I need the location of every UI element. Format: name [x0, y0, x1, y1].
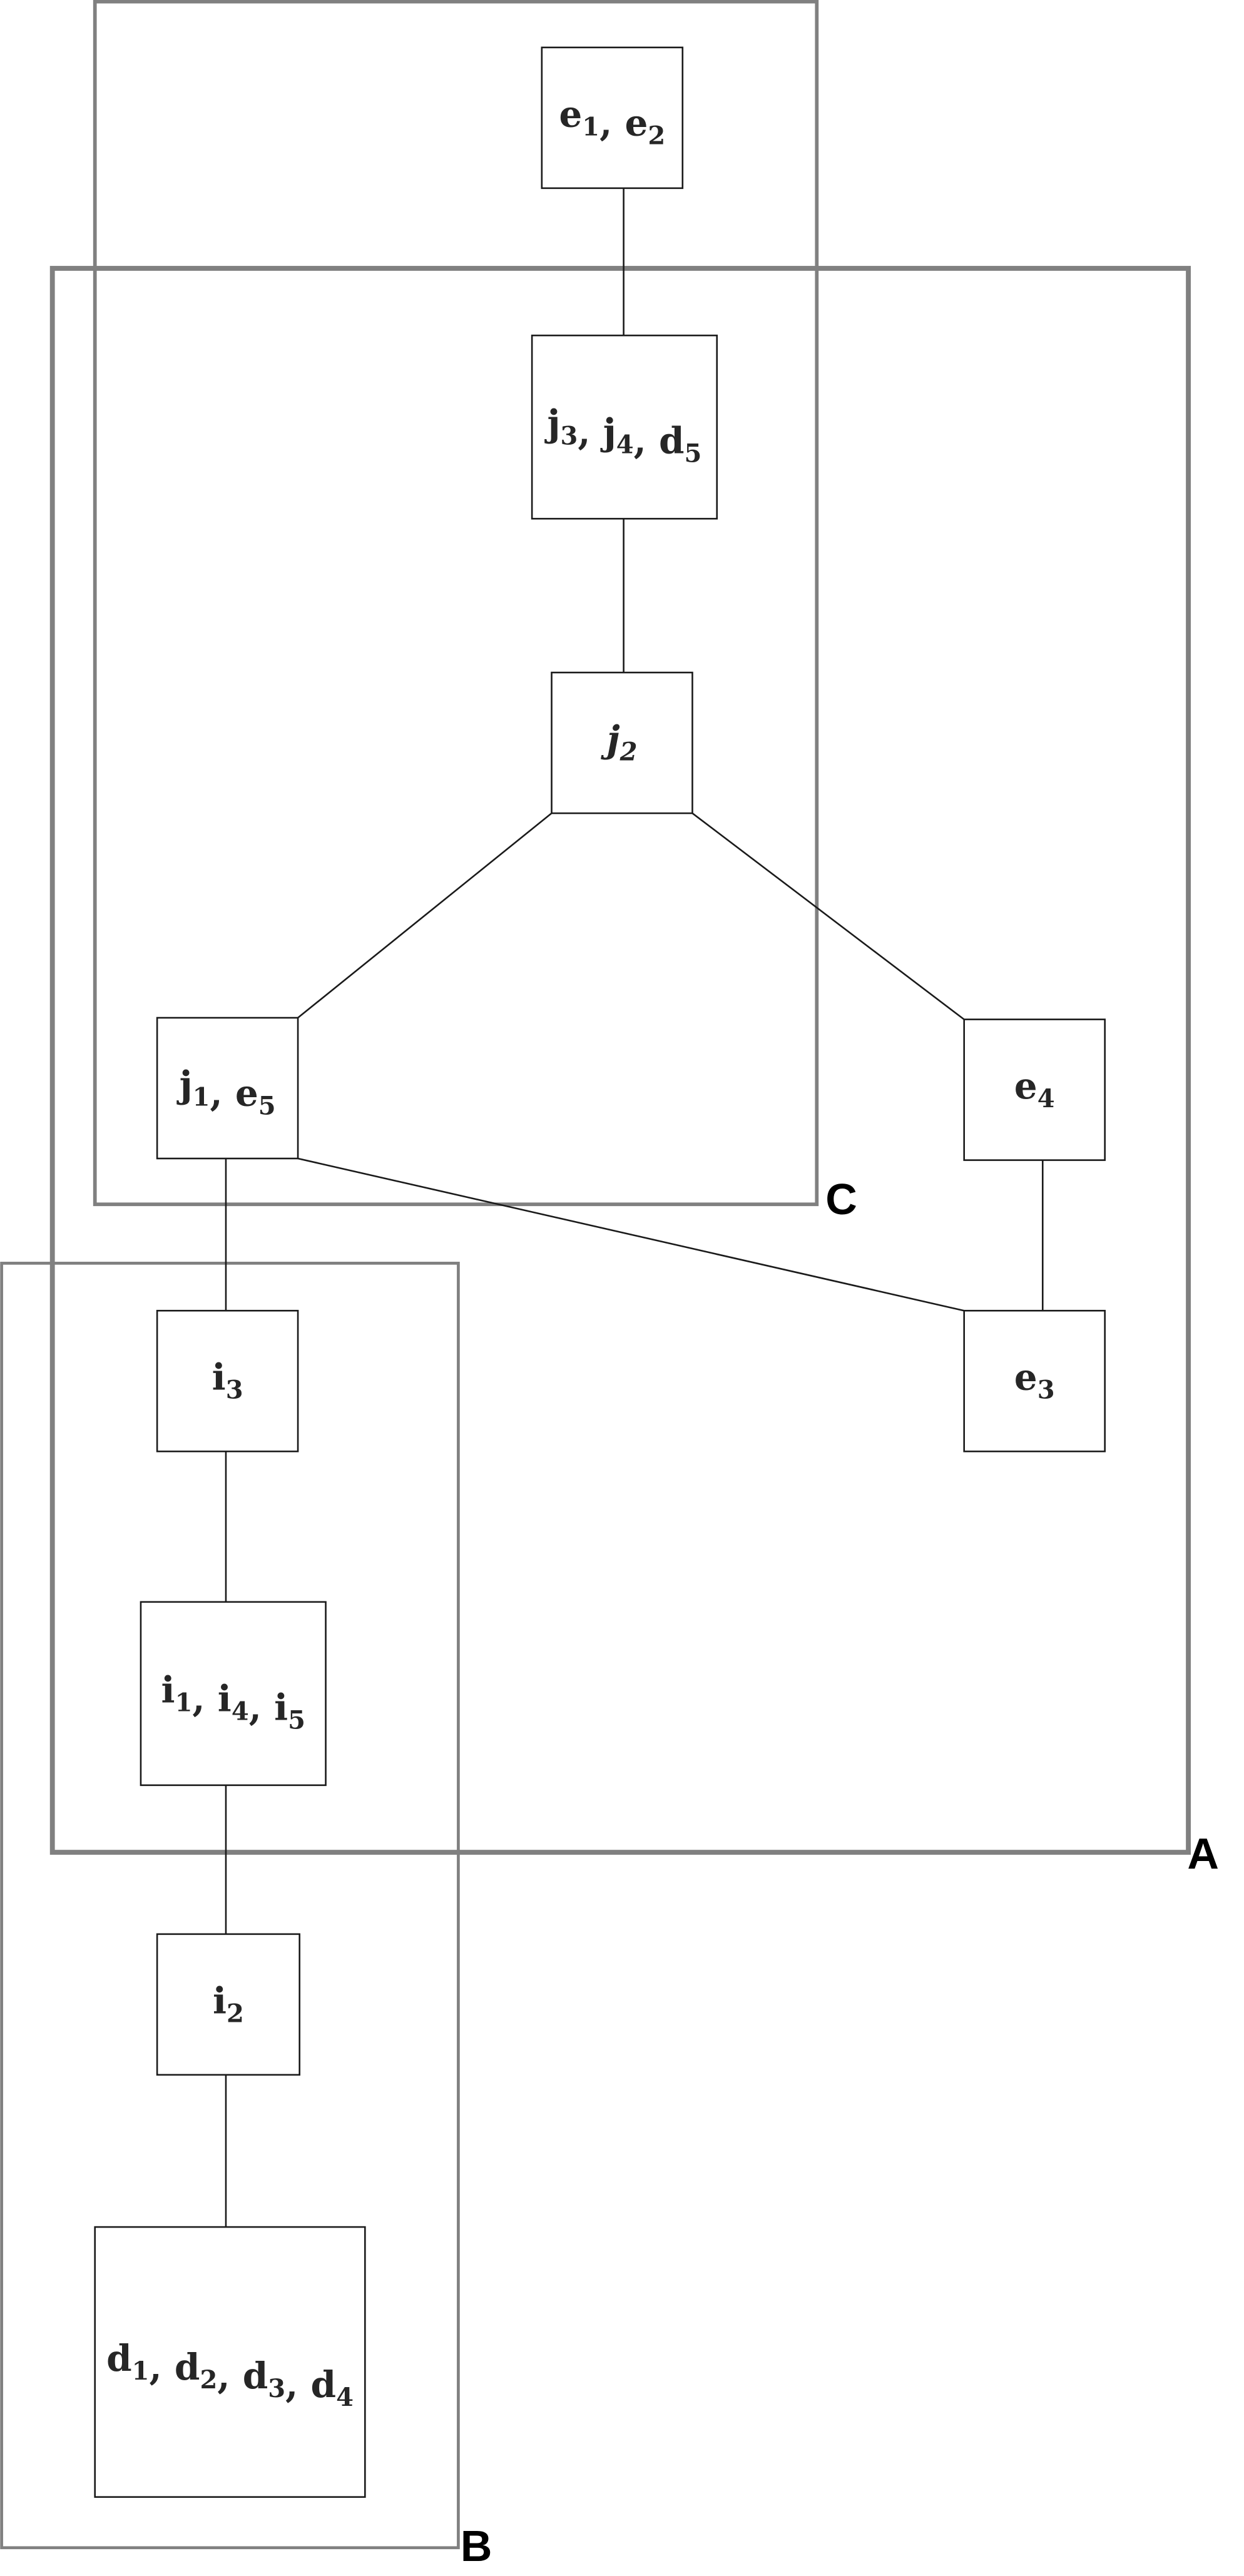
node-label-subscript: 1 [582, 112, 599, 141]
node-label-base: i [213, 1979, 227, 2022]
node-label-separator: , [634, 420, 659, 462]
node-label-subscript: 4 [336, 2383, 354, 2412]
node-label-subscript: 3 [1038, 1376, 1055, 1405]
node-label-subscript: 4 [616, 430, 634, 460]
node-j2: j2 [551, 671, 693, 814]
region-c-label: C [825, 1175, 857, 1224]
node-label-base: e [1014, 1065, 1038, 1107]
node-i1i4i5-box [140, 1601, 327, 1787]
node-label-base: i [218, 1677, 232, 1720]
node-e4-box [963, 1018, 1106, 1161]
node-i3-label: i3 [212, 1356, 243, 1405]
node-i1i4i5: i1, i4, i5 [140, 1601, 327, 1787]
node-j3j4d5-label: j3, j4, d5 [544, 402, 701, 469]
node-e3: e3 [963, 1309, 1106, 1453]
regions-layer [0, 0, 1191, 2550]
node-e1e2-box [541, 46, 684, 190]
edges-layer [225, 188, 1044, 2228]
node-i2: i2 [156, 1933, 300, 2076]
node-label-subscript: 3 [560, 422, 578, 451]
node-label-separator: , [578, 411, 603, 454]
node-e4-label: e4 [1014, 1065, 1055, 1113]
node-label-separator: , [217, 2355, 242, 2397]
node-d1d2d3d4: d1, d2, d3, d4 [94, 2226, 366, 2498]
region-a-label: A [1187, 1829, 1219, 1878]
region-c-box [93, 0, 819, 1207]
node-i2-box [156, 1933, 300, 2076]
region-a-box [49, 266, 1191, 1855]
node-label-separator: , [192, 1677, 217, 1720]
node-d1d2d3d4-box [94, 2226, 366, 2498]
region-labels-layer: C A B [461, 1175, 1219, 2570]
node-label-separator: , [285, 2363, 310, 2406]
node-label-base: e [559, 93, 582, 135]
node-label-subscript: 2 [200, 2365, 217, 2395]
node-j3j4d5-box [531, 334, 718, 520]
node-label-base: d [106, 2337, 132, 2380]
node-label-base: i [161, 1668, 175, 1711]
region-b-label: B [461, 2522, 492, 2570]
node-label-separator: , [210, 1072, 235, 1115]
node-i3-box [156, 1309, 299, 1453]
node-j2-box [551, 671, 693, 814]
node-j1e5-label: j1, e5 [176, 1063, 276, 1121]
node-label-base: e [625, 101, 648, 144]
node-label-base: d [243, 2355, 268, 2397]
node-label-base: e [235, 1072, 258, 1115]
node-label-subscript: 1 [193, 1083, 210, 1112]
node-i3: i3 [156, 1309, 299, 1453]
node-d1d2d3d4-label: d1, d2, d3, d4 [106, 2337, 354, 2412]
node-label-subscript: 5 [288, 1705, 305, 1735]
node-e1e2-label: e1, e2 [559, 93, 665, 150]
region-b-box [0, 1262, 460, 2550]
node-i1i4i5-label: i1, i4, i5 [161, 1668, 305, 1735]
node-label-separator: , [150, 2346, 175, 2388]
node-label-separator: , [599, 101, 625, 144]
node-label-subscript: 1 [132, 2356, 150, 2386]
node-j1e5-box [156, 1017, 299, 1160]
node-label-base: d [175, 2346, 200, 2388]
node-label-base: j [544, 402, 560, 445]
edge-j2-e4 [691, 813, 965, 1020]
node-label-separator: , [249, 1686, 274, 1728]
node-e3-box [963, 1309, 1106, 1453]
node-label-base: i [212, 1356, 226, 1399]
edge-j2-j1e5 [297, 813, 553, 1019]
edge-j1e5-e3 [297, 1157, 964, 1312]
node-label-base: d [311, 2363, 337, 2406]
node-label-base: j [176, 1063, 193, 1106]
node-i2-label: i2 [213, 1979, 244, 2028]
node-label-subscript: 2 [227, 1999, 244, 2028]
node-label-subscript: 3 [226, 1376, 243, 1405]
node-label-subscript: 2 [619, 738, 638, 767]
node-label-subscript: 4 [1038, 1084, 1055, 1113]
node-label-base: j [600, 411, 616, 454]
node-label-subscript: 5 [685, 439, 702, 469]
node-label-subscript: 5 [258, 1092, 276, 1121]
node-label-base: i [274, 1686, 288, 1728]
node-label-base: d [659, 420, 685, 462]
node-e4: e4 [963, 1018, 1106, 1161]
node-label-subscript: 3 [268, 2374, 285, 2403]
node-e1e2: e1, e2 [541, 46, 684, 190]
node-label-subscript: 4 [232, 1696, 249, 1726]
node-label-base: e [1014, 1356, 1038, 1399]
node-j1e5: j1, e5 [156, 1017, 299, 1160]
node-e3-label: e3 [1014, 1356, 1055, 1405]
node-label-subscript: 1 [175, 1688, 193, 1717]
node-j3j4d5: j3, j4, d5 [531, 334, 718, 520]
node-label-subscript: 2 [648, 121, 665, 150]
